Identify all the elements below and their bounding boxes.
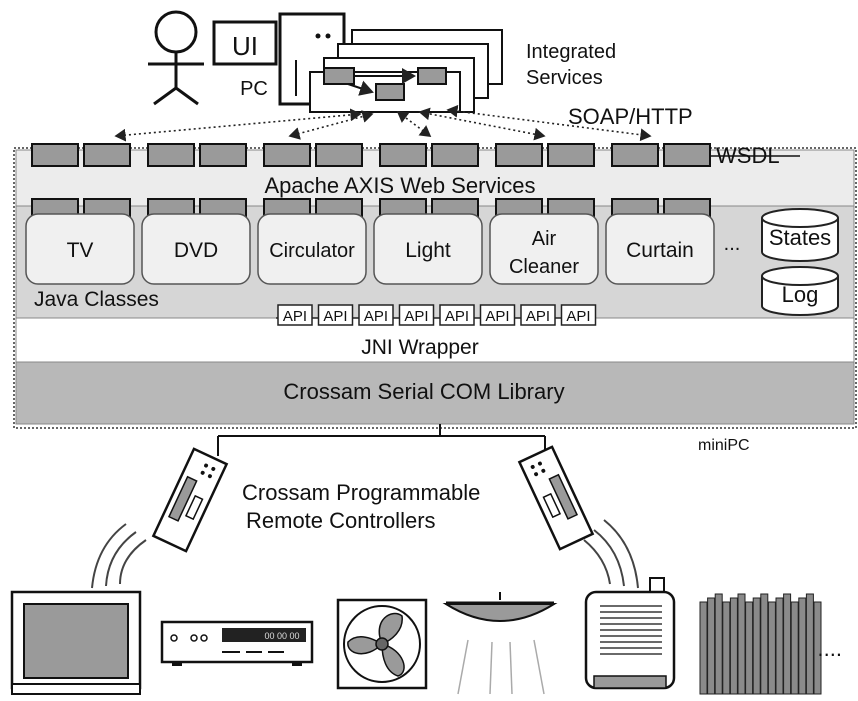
curtain-slat — [745, 601, 754, 695]
api-label: API — [526, 308, 550, 325]
remote-controller-right-icon — [517, 445, 595, 551]
com-library-layer — [15, 361, 855, 425]
curtain-slat — [775, 597, 784, 695]
ir-signal-right-icon — [583, 519, 639, 589]
curtain-slat — [760, 593, 769, 695]
class-dvd-label: DVD — [174, 239, 218, 262]
user-figure-icon — [148, 10, 204, 106]
api-box — [317, 304, 354, 326]
class-air-label: Air — [532, 228, 557, 250]
ir-signal-left-icon — [91, 523, 147, 589]
class-curtain-label: Curtain — [626, 239, 694, 262]
java-classes-label: Java Classes — [34, 288, 159, 311]
curtain-slat — [737, 593, 746, 695]
wsdl-port — [31, 143, 79, 167]
curtain-slat — [798, 597, 807, 695]
class-tv-label: TV — [67, 239, 94, 262]
api-label: API — [566, 308, 590, 325]
curtain-slat — [699, 601, 708, 695]
api-box — [398, 304, 435, 326]
class-light-label: Light — [405, 239, 451, 262]
class-tv: TV — [25, 213, 135, 285]
class-curtain: Curtain — [605, 213, 715, 285]
wsdl-label: WSDL — [716, 143, 780, 168]
api-label: API — [364, 308, 388, 325]
wsdl-port — [315, 143, 363, 167]
remote-controller-left-icon — [151, 447, 229, 553]
api-label: API — [485, 308, 509, 325]
api-label: API — [404, 308, 428, 325]
log-database-icon — [761, 266, 839, 316]
com-label: Crossam Serial COM Library — [283, 379, 564, 404]
curtain-slat — [783, 593, 792, 695]
axis-label: Apache AXIS Web Services — [264, 173, 535, 198]
integrated-services-stack-icon — [309, 29, 503, 113]
dvd-display-text: 00 00 00 — [264, 631, 299, 641]
class-light: Light — [373, 213, 483, 285]
curtain-slat — [714, 593, 723, 695]
integrated-services-line1: Integrated — [526, 41, 616, 63]
curtain-slat — [767, 601, 776, 695]
wsdl-port — [547, 143, 595, 167]
classes-ellipsis: ... — [724, 233, 741, 255]
curtain-slat — [722, 601, 731, 695]
class-cleaner-label: Cleaner — [509, 256, 579, 278]
ceiling-light-icon — [442, 592, 558, 695]
curtain-slat — [729, 597, 738, 695]
pc-label: PC — [240, 78, 268, 100]
api-box — [560, 304, 597, 326]
api-box — [439, 304, 475, 326]
integrated-services-line2: Services — [526, 67, 603, 89]
air-cleaner-icon — [584, 577, 676, 690]
log-label: Log — [782, 282, 819, 307]
wsdl-port-row — [31, 143, 711, 167]
api-box — [520, 304, 556, 326]
api-box — [277, 304, 313, 326]
class-air-cleaner: Air Cleaner — [489, 213, 599, 285]
wsdl-port — [199, 143, 247, 167]
wsdl-port — [663, 143, 711, 167]
soap-arrows — [114, 104, 652, 142]
api-box — [358, 304, 394, 326]
api-label: API — [283, 308, 307, 325]
soap-http-label: SOAP/HTTP — [568, 104, 693, 129]
curtain-slat — [813, 601, 822, 695]
api-label: API — [323, 308, 347, 325]
wsdl-port — [379, 143, 427, 167]
class-circulator-label: Circulator — [269, 240, 355, 262]
remote-controllers-line2: Remote Controllers — [246, 508, 436, 533]
states-database-icon — [761, 208, 839, 262]
serial-wiring — [217, 424, 546, 456]
curtain-slat — [805, 593, 814, 695]
curtain-slat — [707, 597, 716, 695]
jni-layer — [15, 317, 855, 363]
minipc-label: miniPC — [698, 437, 750, 454]
wsdl-port — [83, 143, 131, 167]
api-box — [479, 304, 516, 326]
curtain-slat — [790, 601, 799, 695]
curtain-slat — [752, 597, 761, 695]
remote-controllers-line1: Crossam Programmable — [242, 480, 480, 505]
wsdl-port — [147, 143, 195, 167]
dvd-player-icon — [160, 620, 314, 666]
class-circulator: Circulator — [257, 213, 367, 285]
jni-label: JNI Wrapper — [361, 336, 478, 359]
tv-device-icon — [10, 590, 142, 695]
api-label: API — [445, 308, 469, 325]
api-box-row: API API API API API API API API — [277, 304, 597, 326]
ui-label: UI — [232, 31, 258, 61]
class-dvd: DVD — [141, 213, 251, 285]
curtain-icon — [699, 593, 822, 695]
wsdl-port — [431, 143, 479, 167]
wsdl-port — [611, 143, 659, 167]
devices-ellipsis: .... — [818, 636, 842, 661]
fan-circulator-icon — [336, 598, 428, 690]
wsdl-port — [263, 143, 311, 167]
wsdl-port — [495, 143, 543, 167]
states-label: States — [769, 225, 831, 250]
